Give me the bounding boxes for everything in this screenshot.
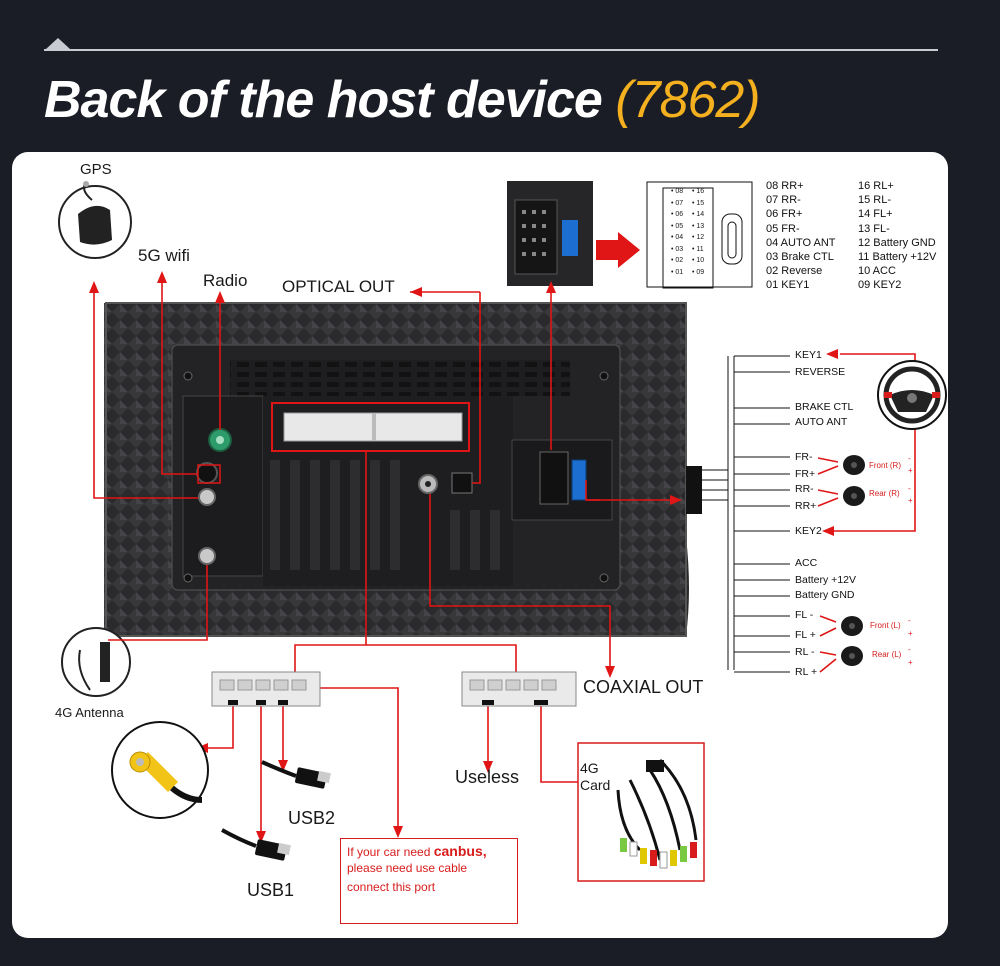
4g-card-label-1: 4G (580, 760, 599, 776)
arrow-right-icon (596, 232, 640, 268)
wire-key1: KEY1 (795, 349, 822, 361)
polarity-minus: - (908, 484, 911, 493)
wire-key2: KEY2 (795, 525, 822, 537)
canbus-notice: If your car need canbus, please need use… (340, 838, 518, 924)
useless-label: Useless (455, 767, 520, 787)
wire-fl-plus: FL + (795, 629, 816, 641)
wire-brake: BRAKE CTL (795, 401, 854, 413)
usb2-label: USB2 (288, 808, 336, 828)
speaker-icons (841, 455, 865, 666)
wire-acc: ACC (795, 557, 818, 569)
header-triangle (46, 38, 70, 49)
lower-connector-left (211, 671, 321, 707)
speaker-rear-l-label: Rear (L) (872, 650, 902, 659)
usb2-cable-icon (261, 760, 331, 789)
harness-socket-photo (507, 181, 593, 286)
radio-label: Radio (203, 271, 248, 290)
polarity-plus: + (908, 466, 913, 475)
header-divider (44, 49, 938, 51)
wire-battery-12v: Battery +12V (795, 574, 856, 586)
harness-plug (686, 466, 702, 514)
usb1-cable-icon (221, 828, 291, 861)
wire-rr-plus: RR+ (795, 500, 817, 512)
wire-fr-plus: FR+ (795, 468, 816, 480)
4g-antenna-icon (61, 627, 131, 697)
4g-card-label-2: Card (580, 777, 611, 793)
polarity-plus: + (908, 658, 913, 667)
polarity-minus: - (908, 645, 911, 654)
wire-rl-minus: RL - (795, 646, 815, 658)
rca-cable-icon (111, 721, 209, 819)
speaker-front-r-label: Front (R) (869, 461, 901, 470)
connector-pins-left: • 08• 07 • 06• 05 • 04• 03 • 02• 01 (671, 188, 684, 276)
model-number: (7862) (615, 71, 760, 129)
wires (93, 280, 916, 835)
steering-wheel-icon (877, 360, 947, 430)
usb1-label: USB1 (247, 880, 295, 900)
wire-battery-gnd: Battery GND (795, 589, 855, 601)
wire-reverse: REVERSE (795, 366, 846, 378)
polarity-plus: + (908, 629, 913, 638)
polarity-plus: + (908, 496, 913, 505)
page-title: Back of the host device (7862) (44, 71, 761, 129)
4g-card-cable-photo (577, 742, 705, 882)
gps-label: GPS (80, 161, 112, 178)
polarity-minus: - (908, 616, 911, 625)
host-device-back (104, 302, 689, 637)
coaxial-out-label: COAXIAL OUT (583, 677, 704, 697)
polarity-minus: - (908, 454, 911, 463)
wire-rl-plus: RL + (795, 666, 818, 678)
4g-antenna-label: 4G Antenna (55, 705, 124, 720)
pinout-diagram (646, 181, 753, 289)
wire-fr-minus: FR- (795, 451, 813, 463)
wire-rr-minus: RR- (795, 483, 814, 495)
wire-fl-minus: FL - (795, 609, 814, 621)
speaker-rear-r-label: Rear (R) (869, 489, 900, 498)
wire-autoant: AUTO ANT (795, 416, 848, 428)
connector-pins-right: • 16• 15 • 14• 13 • 12• 11 • 10• 09 (692, 188, 705, 276)
wifi-label: 5G wifi (138, 246, 190, 265)
optical-out-label: OPTICAL OUT (282, 277, 395, 296)
gps-antenna-icon (58, 181, 132, 259)
speaker-front-l-label: Front (L) (870, 621, 901, 630)
lower-connector-right (461, 671, 577, 707)
